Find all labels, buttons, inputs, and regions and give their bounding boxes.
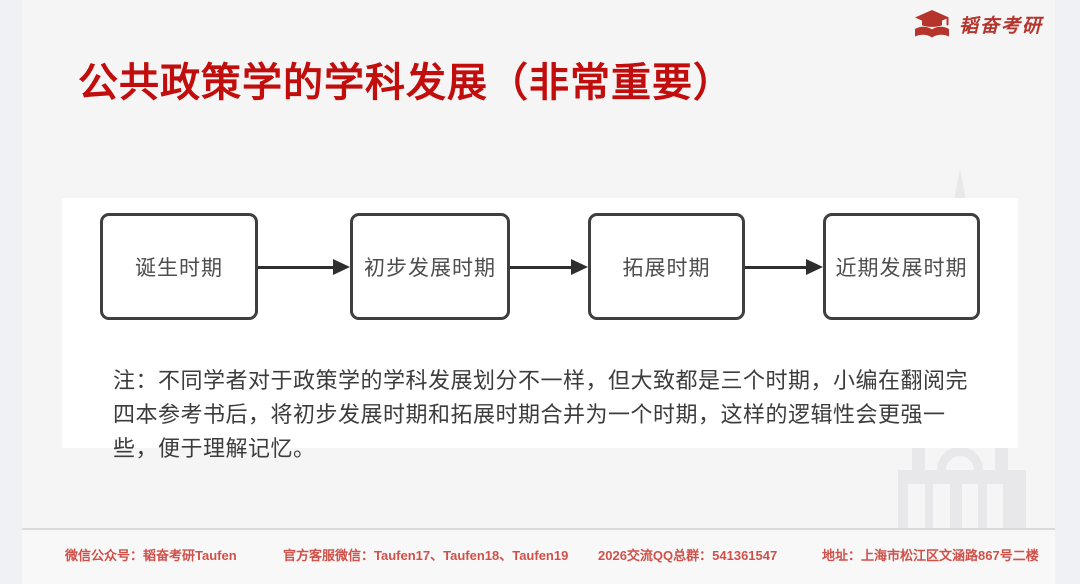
flow-step-label: 拓展时期 xyxy=(622,256,711,280)
note-text: 注：不同学者对于政策学的学科发展划分不一样，但大致都是三个时期，小编在翻阅完四本… xyxy=(113,368,969,461)
footer-item-qq-group: 2026交流QQ总群：541361547 xyxy=(598,548,778,563)
flow-step-birth: 诞生时期 xyxy=(100,213,258,320)
arrow-head-icon xyxy=(333,259,350,275)
flow-step-recent-development: 近期发展时期 xyxy=(823,213,980,320)
footer: 微信公众号：韬奋考研Taufen 官方客服微信：Taufen17、Taufen1… xyxy=(22,530,1055,584)
flow-step-label: 诞生时期 xyxy=(135,256,223,280)
arrow-shaft xyxy=(510,265,575,269)
arrow-head-icon xyxy=(571,259,588,275)
brand-logo: 韬奋考研 xyxy=(912,9,1043,39)
flow-step-label: 近期发展时期 xyxy=(835,256,968,280)
slide: 韬奋考研 公共政策学的学科发展（非常重要） 诞生时 xyxy=(22,0,1055,584)
footer-item-customer-service-wechat: 官方客服微信：Taufen17、Taufen18、Taufen19 xyxy=(283,548,569,563)
flow-arrow xyxy=(510,259,588,275)
brand-name: 韬奋考研 xyxy=(958,15,1043,37)
arrow-head-icon xyxy=(806,259,823,275)
arrow-shaft xyxy=(745,265,810,269)
flow-panel: 诞生时期 初步发展时期 拓展时期 近期发展时期 注：不同学者对于政策学的学科发展… xyxy=(62,198,1018,461)
flow-step-label: 初步发展时期 xyxy=(364,256,496,280)
flow-arrow xyxy=(745,259,823,275)
flow-step-expansion: 拓展时期 xyxy=(588,213,745,320)
footer-item-wechat-official-account: 微信公众号：韬奋考研Taufen xyxy=(65,548,237,563)
page-title: 公共政策学的学科发展（非常重要） xyxy=(78,61,734,105)
footer-item-address: 地址：上海市松江区文涵路867号二楼 xyxy=(822,548,1039,563)
footer-divider xyxy=(22,528,1055,530)
flow-step-initial-development: 初步发展时期 xyxy=(350,213,510,320)
graduation-cap-book-icon xyxy=(912,9,952,39)
flow-arrow xyxy=(258,259,350,275)
arrow-shaft xyxy=(258,265,337,269)
